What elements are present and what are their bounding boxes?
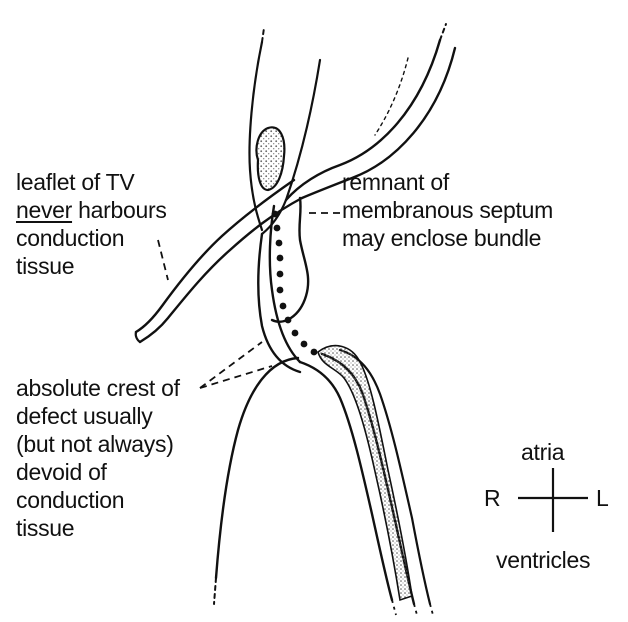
orientation-ventricles: ventricles xyxy=(496,546,590,574)
label-crest-line3: (but not always) xyxy=(16,430,180,458)
orientation-r: R xyxy=(484,484,500,512)
annulus-dash xyxy=(440,24,446,40)
label-membranous-line2: membranous septum xyxy=(342,196,553,224)
label-crest: absolute crest of defect usually (but no… xyxy=(16,374,180,542)
label-crest-line1: absolute crest of xyxy=(16,374,180,402)
conduction-bundle-dots xyxy=(272,211,318,356)
label-membranous-line1: remnant of xyxy=(342,168,553,196)
label-tv-line1: leaflet of TV xyxy=(16,168,167,196)
atrial-wall-left-dash xyxy=(262,28,264,42)
label-tv-line3: conduction xyxy=(16,224,167,252)
label-membranous: remnant of membranous septum may enclose… xyxy=(342,168,553,252)
label-membranous-line3: may enclose bundle xyxy=(342,224,553,252)
label-crest-line6: tissue xyxy=(16,514,180,542)
label-tv-line2: never harbours xyxy=(16,196,167,224)
label-tv-harbours: harbours xyxy=(72,197,166,223)
orientation-atria: atria xyxy=(521,438,564,466)
label-crest-line5: conduction xyxy=(16,486,180,514)
upper-nodule xyxy=(256,127,284,190)
label-crest-line2: defect usually xyxy=(16,402,180,430)
orientation-cross xyxy=(518,468,588,532)
septum-left-edge xyxy=(258,234,300,372)
annulus-thin-dash xyxy=(375,58,408,135)
muscular-septum-left xyxy=(216,358,298,578)
leader-crest-2 xyxy=(200,366,272,388)
muscular-septum-left-dash xyxy=(214,578,216,604)
leader-crest-1 xyxy=(200,342,262,388)
orientation-l: L xyxy=(596,484,609,512)
tv-leaflet-tip xyxy=(136,332,140,342)
label-tv-never: never xyxy=(16,197,72,223)
label-tv-line4: tissue xyxy=(16,252,167,280)
label-crest-line4: devoid of xyxy=(16,458,180,486)
label-tv-leaflet: leaflet of TV never harbours conduction … xyxy=(16,168,167,280)
